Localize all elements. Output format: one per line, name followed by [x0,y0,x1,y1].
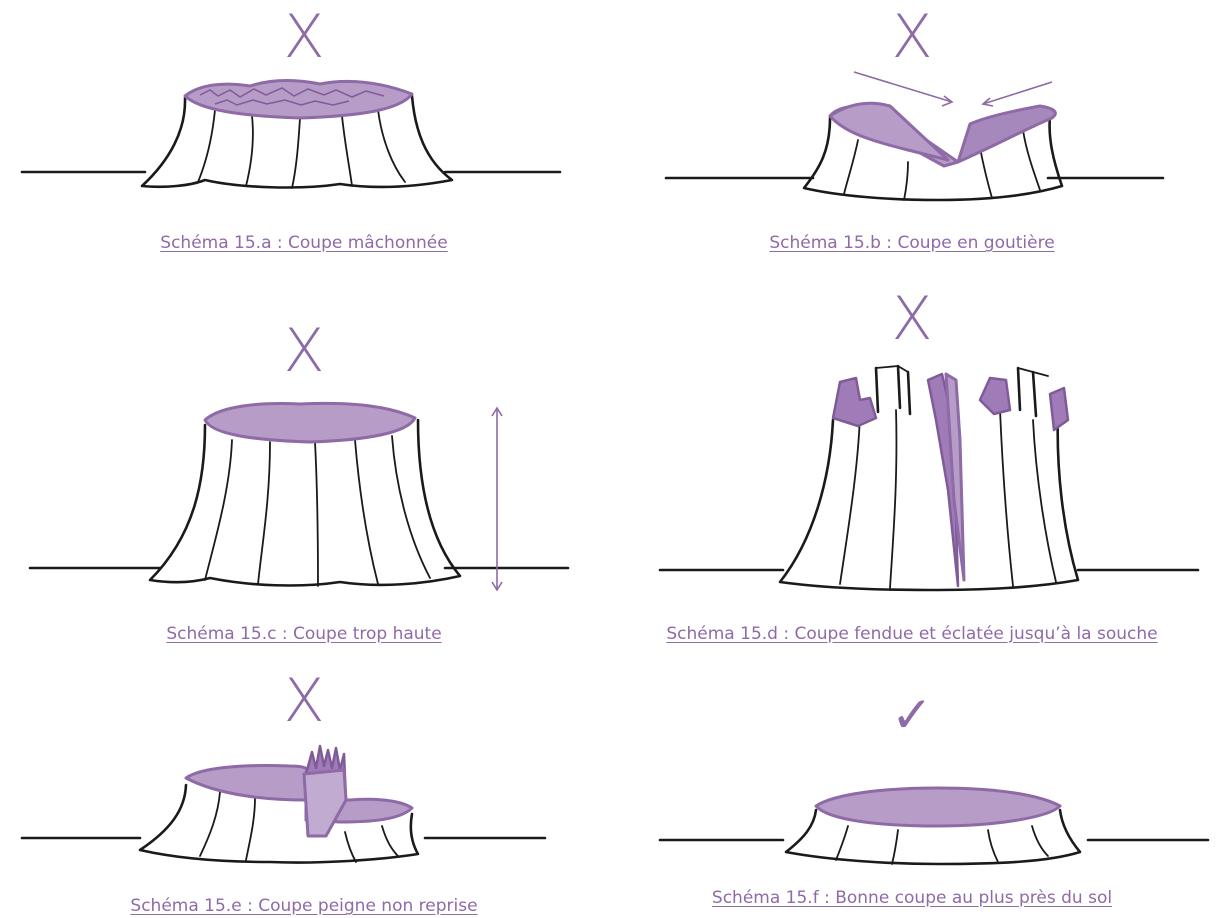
panel-15c: X Schéma 15.c : Coupe trop haute [0,290,608,650]
panel-15a: X Schéma 15.a : Coupe mâchonnée [0,0,608,290]
figure-caption: Schéma 15.b : Coupe en goutière [608,233,1216,253]
panel-15f: ✓ Schéma 15.f : Bonne coupe au plus près… [608,650,1216,918]
panel-15b: X Schéma 15.b : Coupe en goutière [608,0,1216,290]
chewed-cut-stump-illustration [0,0,608,250]
good-cut-stump-illustration [608,650,1216,890]
figure-caption: Schéma 15.a : Coupe mâchonnée [0,233,608,253]
split-cut-stump-illustration [608,290,1216,620]
panel-15d: X Schéma 15.d : Coupe fendue et éclatée … [608,290,1216,650]
figure-caption: Schéma 15.e : Coupe peigne non reprise [0,896,608,916]
figure-caption: Schéma 15.c : Coupe trop haute [0,624,608,644]
figure-caption: Schéma 15.f : Bonne coupe au plus près d… [608,888,1216,908]
too-high-cut-stump-illustration [0,290,608,620]
comb-cut-stump-illustration [0,650,608,890]
panel-15e: X Schéma 15.e : Coupe peigne non reprise [0,650,608,918]
figure-caption: Schéma 15.d : Coupe fendue et éclatée ju… [608,624,1216,644]
gutter-cut-stump-illustration [608,0,1216,250]
